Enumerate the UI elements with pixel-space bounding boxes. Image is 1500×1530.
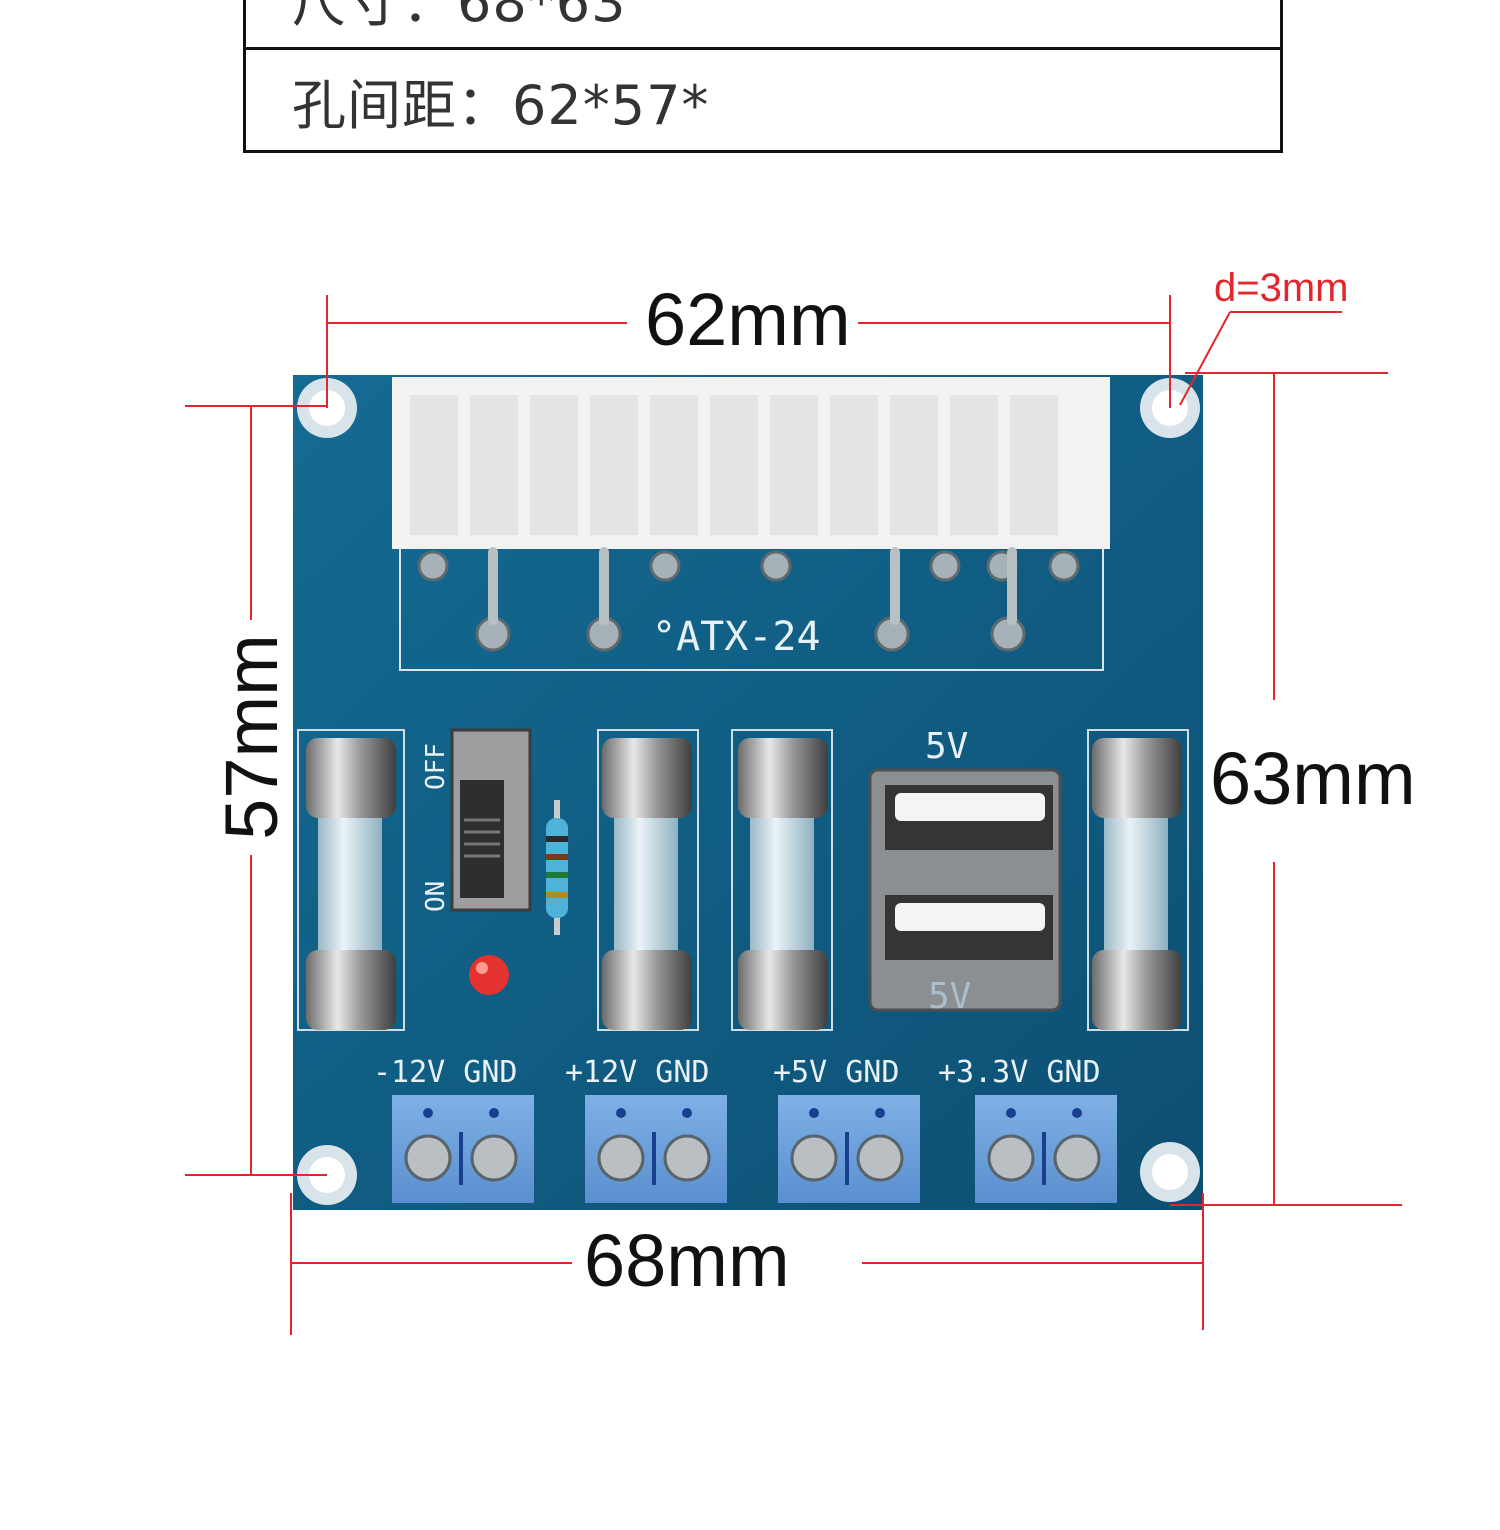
power-switch: OFF ON (421, 728, 532, 912)
terminal-label-plus5v: +5V GND (773, 1055, 899, 1090)
dim-hole-diameter: d=3mm (1214, 266, 1349, 310)
fuse-1 (297, 729, 405, 1031)
dim-top-width: 62mm (645, 278, 851, 361)
terminal-block-4 (975, 1095, 1117, 1203)
fuse-2 (597, 729, 699, 1031)
atx24-label: °ATX-24 (652, 614, 821, 660)
power-led (469, 955, 509, 995)
spec-size-text: 尺寸：68*63 (292, 0, 627, 34)
atx24-connector: °ATX-24 (392, 377, 1110, 671)
terminal-label-minus12v: -12V GND (373, 1055, 518, 1090)
usb-bottom-label: 5V (928, 976, 971, 1017)
terminal-block-2 (585, 1095, 727, 1203)
usb-dual-port: 5V 5V (868, 726, 1062, 1017)
terminal-label-plus3v3: +3.3V GND (938, 1055, 1101, 1090)
dim-bottom-width: 68mm (584, 1219, 790, 1302)
dimension-lines (185, 295, 1402, 1335)
switch-on-label: ON (421, 881, 451, 912)
terminal-label-plus12v: +12V GND (565, 1055, 710, 1090)
terminal-block-1 (392, 1095, 534, 1203)
dim-left-height: 57mm (210, 634, 293, 840)
resistor (546, 800, 568, 935)
usb-top-label: 5V (925, 726, 968, 767)
switch-off-label: OFF (421, 743, 451, 790)
spec-row-hole-spacing: 孔间距：62*57* (243, 47, 1283, 153)
fuse-4 (1087, 729, 1189, 1031)
dim-right-height: 63mm (1210, 737, 1416, 820)
terminal-block-3 (778, 1095, 920, 1203)
fuse-3 (731, 729, 833, 1031)
spec-hole-spacing-text: 孔间距：62*57* (292, 73, 710, 137)
